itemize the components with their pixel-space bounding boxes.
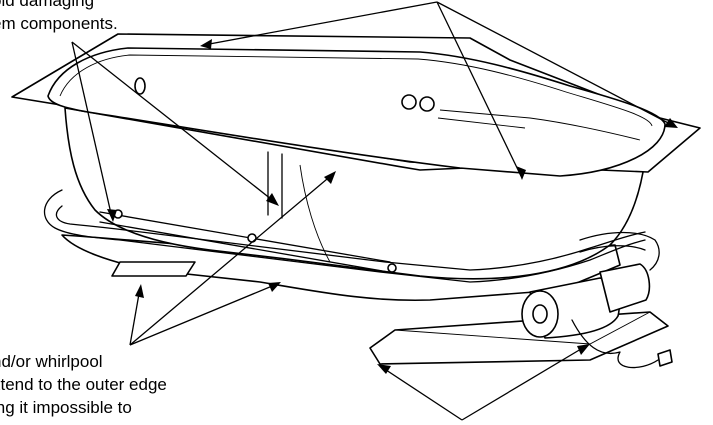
leader-pointer-group-bottom-left	[129, 171, 336, 346]
pump-motor-hub	[532, 304, 548, 324]
pump-housing	[599, 263, 651, 313]
leader-pointer-group-top-right	[200, 1, 678, 180]
whirlpool-pipe-outer	[43, 189, 646, 283]
leader-pointer-group-bottom-right	[377, 344, 590, 421]
power-plug-icon	[657, 349, 673, 367]
caption-bottom-line-2: xtend to the outer edge	[0, 375, 167, 394]
whirlpool-pipe-inner	[55, 205, 646, 271]
tub-armrest-recess	[437, 109, 641, 141]
tub-body-shadow-line	[299, 164, 331, 263]
caption-bottom-line-1: nd/or whirlpool	[0, 352, 103, 371]
pump-platform	[369, 311, 669, 365]
caption-top-line-1: oid damaging	[0, 0, 95, 10]
tub-support-post	[267, 151, 283, 219]
power-cord	[571, 319, 659, 369]
leader-pointer-group-top-left	[71, 41, 279, 222]
tub-inner-lip	[59, 54, 653, 127]
whirlpool-pipe-upper	[99, 211, 391, 273]
tub-headrest-jet	[134, 77, 146, 95]
pipe-fitting-3	[387, 263, 397, 273]
caption-top-line-2: em components.	[0, 14, 118, 33]
tub-control-knob-right	[419, 96, 435, 112]
tub-control-knob-left	[401, 94, 417, 110]
pipe-fitting-2	[247, 233, 257, 243]
tub-inner-basin	[47, 47, 666, 177]
whirlpool-pipe-return	[579, 231, 660, 271]
tub-base-step	[111, 261, 196, 277]
caption-bottom-line-3: ing it impossible to	[0, 398, 132, 417]
